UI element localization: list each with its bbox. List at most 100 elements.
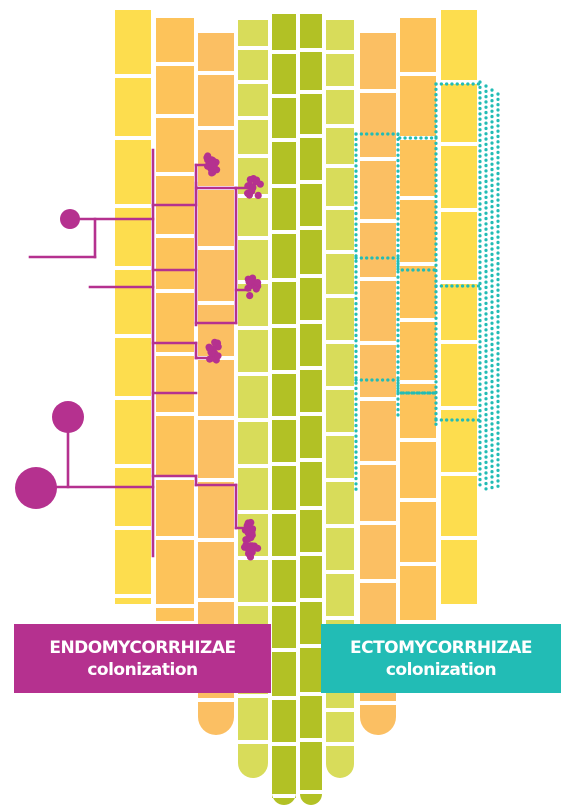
- root-cell: [326, 54, 354, 86]
- arbuscule-dot: [252, 285, 260, 293]
- ectomycorrhizae-hartig-net: [354, 80, 500, 492]
- root-cell: [400, 76, 436, 136]
- root-cell: [115, 338, 151, 396]
- root-cell: [238, 468, 268, 510]
- root-cell: [300, 416, 322, 458]
- root-cell: [156, 416, 194, 476]
- arbuscule-dot: [245, 546, 253, 554]
- root-cell: [272, 514, 296, 556]
- arbuscule-dot: [208, 160, 216, 168]
- root-cell: [272, 188, 296, 230]
- root-cell: [300, 648, 322, 692]
- arbuscule: [205, 338, 222, 364]
- stele-2-column: [300, 14, 322, 805]
- root-cell: [115, 468, 151, 526]
- root-cell: [156, 118, 194, 172]
- root-cell: [238, 744, 268, 778]
- arbuscule-dot: [247, 277, 255, 285]
- root-cell: [272, 466, 296, 510]
- root-cell: [441, 476, 477, 536]
- ectomycorrhizae-label: ECTOMYCORRHIZAE colonization: [321, 624, 561, 693]
- root-cell: [300, 742, 322, 790]
- arbuscule: [244, 175, 264, 199]
- epidermis-right-column: [441, 10, 477, 604]
- root-cell: [272, 14, 296, 50]
- cortex-inner-right-column: [360, 33, 396, 735]
- root-cell: [400, 18, 436, 72]
- endomycorrhizae-label: ENDOMYCORRHIZAE colonization: [14, 624, 271, 693]
- hartig-net-dots: [354, 132, 438, 140]
- root-cell: [326, 344, 354, 386]
- root-cell: [156, 540, 194, 604]
- root-cell: [272, 54, 296, 94]
- root-cell: [272, 652, 296, 696]
- root-cell: [115, 140, 151, 204]
- root-cell: [198, 33, 234, 71]
- root-cell: [400, 566, 436, 620]
- root-cell: [326, 390, 354, 432]
- arbuscule-dot: [254, 544, 262, 552]
- root-cell: [400, 266, 436, 318]
- arbuscule-dot: [246, 292, 254, 300]
- stele-1-column: [272, 14, 296, 805]
- root-cell: [115, 400, 151, 464]
- hartig-net-dots: [354, 378, 438, 395]
- root-cell: [272, 793, 296, 805]
- ectomycorrhizae-title: ECTOMYCORRHIZAE: [349, 637, 533, 658]
- root-cell: [300, 230, 322, 274]
- root-cell: [360, 401, 396, 461]
- root-cell: [272, 328, 296, 370]
- root-cell: [156, 480, 194, 536]
- root-cell: [272, 282, 296, 324]
- arbuscule-dot: [244, 284, 252, 292]
- root-cell: [115, 78, 151, 136]
- spore: [15, 467, 57, 509]
- root-cell: [360, 161, 396, 219]
- root-cell: [326, 746, 354, 778]
- root-cell: [326, 254, 354, 294]
- root-cell: [272, 98, 296, 138]
- root-cell: [441, 540, 477, 604]
- root-cell: [300, 462, 322, 506]
- root-cell: [360, 281, 396, 341]
- arbuscule-dot: [254, 279, 262, 287]
- root-cell: [360, 93, 396, 157]
- root-cell: [300, 556, 322, 598]
- root-cell: [360, 33, 396, 89]
- endodermis-right-column: [326, 20, 354, 778]
- root-cell: [115, 10, 151, 74]
- endomycorrhizae-hyphae: [15, 148, 264, 561]
- root-cell: [300, 52, 322, 90]
- root-cell: [441, 344, 477, 406]
- root-cell: [272, 560, 296, 602]
- root-cell: [360, 525, 396, 579]
- root-cell: [326, 90, 354, 124]
- root-cell: [441, 84, 477, 142]
- root-cell: [441, 212, 477, 280]
- arbuscule-dot: [206, 355, 214, 363]
- root-cell: [400, 200, 436, 262]
- cortex-outer-right-column: [400, 18, 436, 620]
- arbuscule-dot: [244, 535, 253, 543]
- root-cell: [360, 223, 396, 277]
- root-cell: [115, 530, 151, 594]
- arbuscule-dot: [211, 338, 219, 346]
- root-cell: [238, 698, 268, 740]
- root-cell: [238, 20, 268, 46]
- root-cell: [238, 330, 268, 372]
- arbuscule-dot: [254, 191, 262, 199]
- root-cell: [198, 75, 234, 126]
- root-cell: [300, 696, 322, 738]
- root-cell: [115, 598, 151, 604]
- root-cell: [300, 278, 322, 320]
- root-cell: [156, 18, 194, 62]
- root-cell: [238, 240, 268, 280]
- spore: [52, 401, 84, 433]
- root-cell: [238, 560, 268, 602]
- root-cell: [326, 20, 354, 50]
- root-cell: [198, 482, 234, 538]
- root-cell: [198, 420, 234, 478]
- root-cell: [441, 146, 477, 208]
- root-cell: [441, 284, 477, 340]
